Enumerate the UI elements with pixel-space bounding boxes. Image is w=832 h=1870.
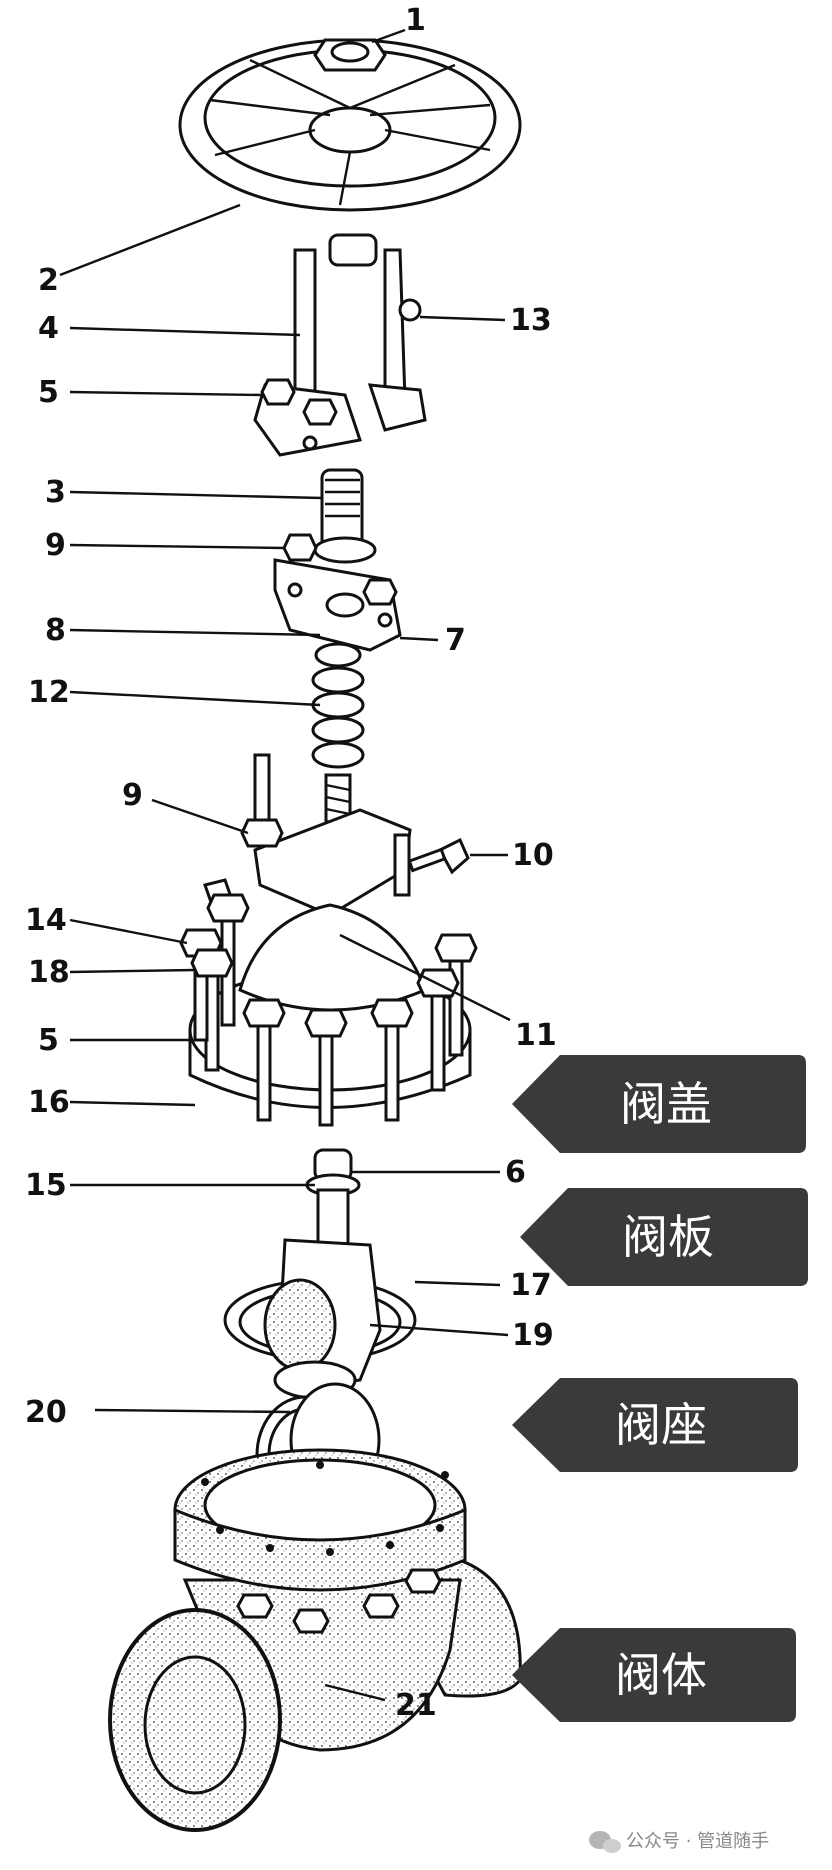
tag-disc-shape [520,1188,808,1286]
yoke [253,233,427,457]
inlet-flange [108,1608,282,1832]
callout-15: 15 [25,1168,67,1203]
callout-12: 12 [28,675,70,710]
callout-9-top: 9 [45,528,66,563]
callout-17: 17 [510,1268,552,1303]
tag-disc: 阀板 [520,1188,808,1286]
bonnet-studs [179,893,478,1127]
bonnet-top [203,753,470,917]
tag-bonnet-label: 阀盖 [620,1077,712,1131]
callout-13: 13 [510,303,552,338]
callout-1: 1 [405,3,426,38]
wechat-icon [589,1831,621,1853]
callout-4: 4 [38,311,59,346]
callout-numbers: 1 2 13 4 5 3 9 8 7 12 9 10 14 18 11 5 16… [25,3,557,1723]
leader-lines [59,28,511,1702]
callout-10: 10 [512,838,554,873]
callout-19: 19 [512,1318,554,1353]
watermark-text: 公众号 · 管道随手 [626,1831,769,1852]
callout-6: 6 [505,1155,526,1190]
gate-wedge [223,1238,417,1400]
tag-seat: 阀座 [512,1378,798,1472]
tag-body-label: 阀体 [615,1648,707,1702]
callout-9-mid: 9 [122,778,143,813]
callout-11: 11 [515,1018,557,1053]
callout-14: 14 [25,903,67,938]
callout-5-mid: 5 [38,1023,59,1058]
tag-seat-label: 阀座 [615,1398,707,1452]
callout-18: 18 [28,955,70,990]
watermark: 公众号 · 管道随手 [589,1831,769,1853]
callout-8: 8 [45,613,66,648]
handwheel-nut [313,38,387,72]
callout-21: 21 [395,1688,437,1723]
tag-body-shape [512,1628,796,1722]
valve-body [108,1448,522,1832]
bonnet [179,893,478,1127]
tag-disc-label: 阀板 [622,1210,714,1264]
packing-rings [311,642,365,769]
callout-16: 16 [28,1085,70,1120]
tag-bonnet-shape [512,1055,806,1153]
tag-bonnet: 阀盖 [512,1055,806,1153]
tag-body: 阀体 [512,1628,796,1722]
tag-seat-shape [512,1378,798,1472]
callout-20: 20 [25,1395,67,1430]
stem-nut [313,468,377,564]
callout-7: 7 [445,623,466,658]
callout-3: 3 [45,475,66,510]
callout-5-top: 5 [38,375,59,410]
stem-lower [305,1148,361,1252]
callout-2: 2 [38,263,59,298]
handwheel [178,38,522,212]
